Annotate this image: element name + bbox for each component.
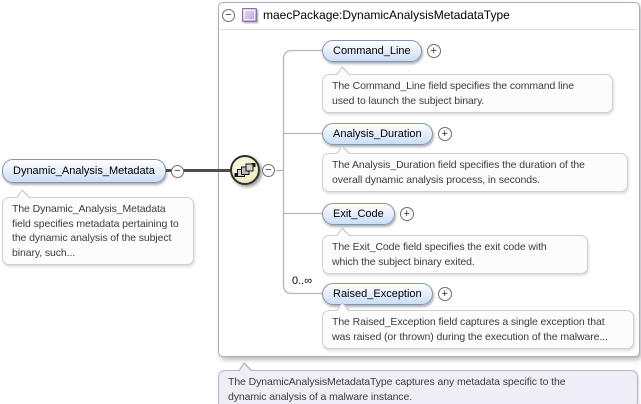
sequence-compositor[interactable] <box>230 155 260 185</box>
element-raised-exception[interactable]: Raised_Exception <box>322 283 433 305</box>
plus-icon: + <box>403 207 410 220</box>
minus-icon: − <box>265 164 272 176</box>
expand-analysis-duration-toggle[interactable]: + <box>437 127 452 141</box>
occurrence-label: 0..∞ <box>292 275 313 287</box>
collapse-sequence-toggle[interactable]: − <box>262 164 275 177</box>
element-label: Dynamic_Analysis_Metadata <box>13 165 155 177</box>
element-analysis-duration[interactable]: Analysis_Duration <box>322 123 433 145</box>
analysis-duration-annotation: The Analysis_Duration field specifies th… <box>322 145 628 192</box>
element-dynamic-analysis-metadata[interactable]: Dynamic_Analysis_Metadata <box>2 159 166 183</box>
element-label: Raised_Exception <box>333 288 422 300</box>
complex-type-icon <box>242 8 257 22</box>
expand-exit-code-toggle[interactable]: + <box>399 207 414 221</box>
element-exit-code[interactable]: Exit_Code <box>322 203 395 225</box>
sequence-icon <box>234 163 256 177</box>
plus-icon: + <box>441 127 448 140</box>
expand-command-line-toggle[interactable]: + <box>426 44 441 58</box>
plus-icon: + <box>441 287 448 300</box>
root-annotation: The Dynamic_Analysis_Metadata field spec… <box>2 189 194 265</box>
expand-raised-exception-toggle[interactable]: + <box>437 287 452 301</box>
header-separator <box>219 29 637 30</box>
element-command-line[interactable]: Command_Line <box>322 40 422 62</box>
type-annotation: The DynamicAnalysisMetadataType captures… <box>218 362 638 404</box>
minus-icon: − <box>225 9 232 21</box>
exit-code-annotation: The Exit_Code field specifies the exit c… <box>322 227 588 274</box>
command-line-annotation: The Command_Line field specifies the com… <box>322 66 613 113</box>
raised-exception-annotation: The Raised_Exception field captures a si… <box>322 302 634 349</box>
collapse-type-toggle[interactable]: − <box>222 9 235 22</box>
element-label: Exit_Code <box>333 208 384 220</box>
type-title: maecPackage:DynamicAnalysisMetadataType <box>263 8 510 22</box>
minus-icon: − <box>174 164 181 177</box>
plus-icon: + <box>430 44 437 57</box>
element-label: Command_Line <box>333 45 411 57</box>
collapse-root-toggle[interactable]: − <box>170 164 184 178</box>
element-label: Analysis_Duration <box>333 128 422 140</box>
